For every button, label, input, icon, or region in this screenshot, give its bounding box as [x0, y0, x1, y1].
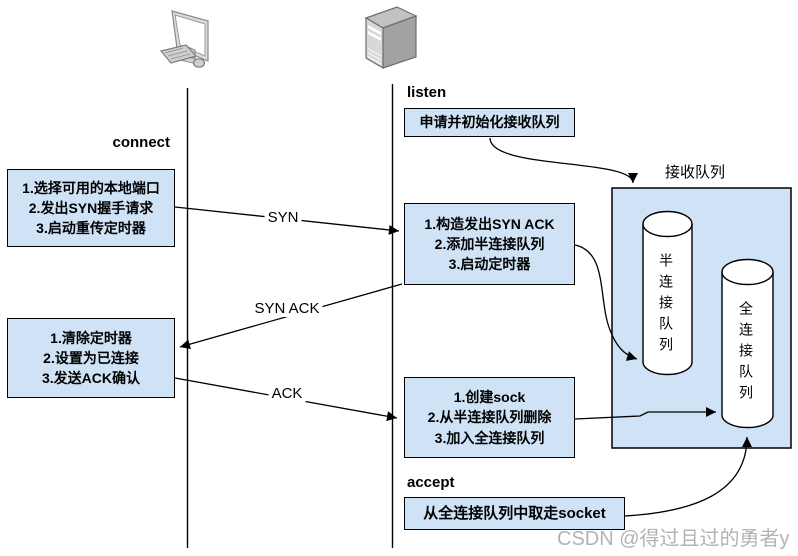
step-line: 1.构造发出SYN ACK: [424, 215, 555, 232]
ack-message-label: ACK: [268, 385, 306, 402]
accept-phase-label: accept: [407, 474, 455, 491]
sock-to-fullqueue-arrow: [574, 407, 716, 420]
half-connection-queue-cylinder: [642, 210, 693, 376]
step-line: 2.添加半连接队列: [434, 235, 545, 252]
server-accept-socket-box: 从全连接队列中取走socket: [404, 497, 625, 530]
client-connect-steps-box: 1.选择可用的本地端口 2.发出SYN握手请求 3.启动重传定时器: [7, 169, 175, 247]
step-line: 2.从半连接队列删除: [427, 409, 552, 426]
step-line: 1.清除定时器: [50, 329, 132, 346]
step-line: 3.加入全连接队列: [434, 429, 545, 446]
server-tower-icon: [364, 6, 418, 70]
step-line: 2.设置为已连接: [43, 349, 139, 366]
listen-phase-label: listen: [407, 84, 447, 101]
full-queue-label: 全连接队列: [738, 301, 754, 406]
step-line: 1.创建sock: [453, 389, 526, 406]
connect-phase-label: connect: [112, 134, 170, 151]
box-text: 从全连接队列中取走socket: [423, 504, 606, 522]
client-ack-steps-box: 1.清除定时器 2.设置为已连接 3.发送ACK确认: [7, 318, 175, 398]
step-line: 3.发送ACK确认: [41, 370, 140, 387]
server-create-sock-box: 1.创建sock 2.从半连接队列删除 3.加入全连接队列: [404, 377, 575, 458]
step-line: 3.启动重传定时器: [36, 220, 146, 237]
step-line: 3.启动定时器: [448, 256, 531, 273]
synack-to-halfqueue-arrow: [574, 244, 638, 361]
box-text: 申请并初始化接收队列: [419, 114, 560, 131]
receive-queue-title: 接收队列: [664, 164, 725, 181]
accept-socket-arrow: [624, 436, 752, 517]
synack-message-label: SYN ACK: [251, 300, 323, 317]
desktop-computer-icon: [159, 10, 209, 68]
server-synack-steps-box: 1.构造发出SYN ACK 2.添加半连接队列 3.启动定时器: [404, 203, 575, 285]
csdn-watermark: CSDN @得过且过的勇者y: [557, 528, 790, 550]
server-init-queue-box: 申请并初始化接收队列: [404, 108, 575, 137]
step-line: 1.选择可用的本地端口: [22, 179, 160, 196]
half-queue-label: 半连接队列: [658, 253, 674, 358]
step-line: 2.发出SYN握手请求: [28, 199, 154, 216]
syn-message-label: SYN: [264, 209, 302, 226]
full-connection-queue-cylinder: [721, 258, 774, 429]
init-to-queue-arrow: [489, 137, 638, 184]
